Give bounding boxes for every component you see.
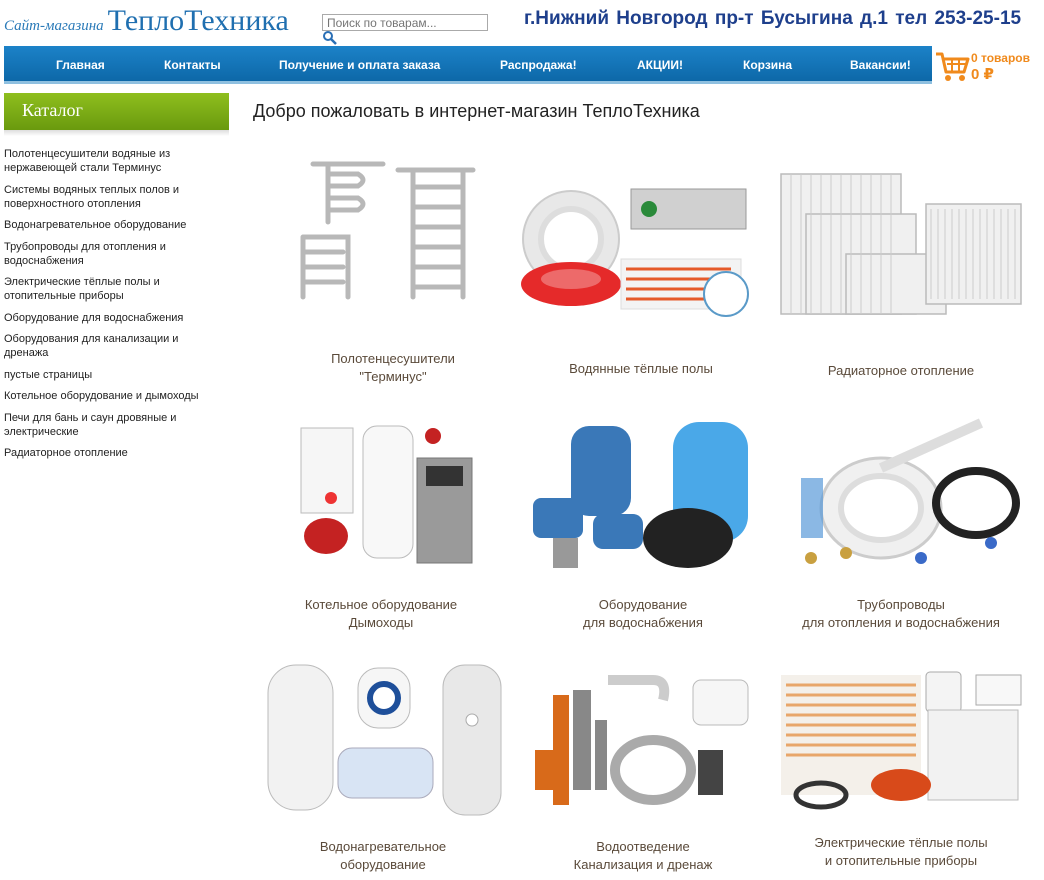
product-label: Водонагревательное оборудование bbox=[319, 839, 447, 872]
catalog-item-electric-floor[interactable]: Электрические тёплые полы и отопительные… bbox=[4, 276, 160, 302]
boiler-image bbox=[300, 425, 473, 564]
product-card-towel-dryers[interactable]: Полотенцесушители "Терминус" bbox=[268, 152, 518, 386]
catalog-item-water-supply[interactable]: Оборудование для водоснабжения bbox=[4, 311, 184, 324]
product-label: Оборудование для водоснабжения bbox=[583, 597, 703, 630]
product-label: Трубопроводы для отопления и водоснабжен… bbox=[802, 597, 1000, 630]
cart-widget[interactable]: 0 товаров 0 ₽ bbox=[934, 46, 1044, 84]
cart-count[interactable]: 0 товаров bbox=[971, 51, 1030, 65]
nav-item-contacts[interactable]: Контакты bbox=[164, 58, 221, 72]
catalog-list: Полотенцесушители водяные из нержавеющей… bbox=[4, 147, 204, 468]
product-card-water-supply[interactable]: Оборудование для водоснабжения bbox=[518, 418, 768, 632]
catalog-header: Каталог bbox=[4, 93, 229, 130]
catalog-item-boilers[interactable]: Котельное оборудование и дымоходы bbox=[4, 390, 199, 402]
catalog-item-sewage[interactable]: Оборудования для канализации и дренажа bbox=[4, 333, 179, 359]
catalog-item-water-floor[interactable]: Системы водяных теплых полов и поверхнос… bbox=[4, 183, 180, 210]
nav-item-delivery[interactable]: Получение и оплата заказа bbox=[279, 58, 441, 72]
water-supply-image bbox=[533, 422, 748, 568]
product-label: Полотенцесушители "Терминус" bbox=[331, 351, 455, 384]
nav-item-vacancies[interactable]: Вакансии! bbox=[850, 58, 911, 72]
logo-title: ТеплоТехника bbox=[107, 4, 289, 37]
product-card-radiators[interactable]: Радиаторное отопление bbox=[776, 164, 1026, 380]
product-label: Электрические тёплые полы и отопительные… bbox=[814, 835, 988, 868]
site-header: Сайт-магазина ТеплоТехника г.Нижний Новг… bbox=[0, 0, 1044, 46]
catalog-item-sauna-stoves[interactable]: Печи для бань и саун дровяные и электрич… bbox=[4, 411, 177, 438]
contact-info: г.Нижний Новгород пр-т Бусыгина д.1 тел … bbox=[524, 8, 1022, 29]
catalog-item-radiators[interactable]: Радиаторное отопление bbox=[4, 447, 128, 459]
product-label: Радиаторное отопление bbox=[827, 363, 975, 378]
product-card-water-heaters[interactable]: Водонагревательное оборудование bbox=[258, 660, 508, 874]
page-title: Добро пожаловать в интернет-магазин Тепл… bbox=[253, 101, 700, 121]
search-input[interactable] bbox=[322, 14, 488, 31]
product-label: Водоотведение Канализация и дренаж bbox=[573, 839, 713, 872]
product-card-electric-floor[interactable]: Электрические тёплые полы и отопительные… bbox=[776, 660, 1026, 870]
product-card-boilers[interactable]: Котельное оборудование Дымоходы bbox=[256, 418, 506, 632]
catalog-header-shadow bbox=[4, 130, 229, 136]
cart-total[interactable]: 0 ₽ bbox=[971, 66, 994, 83]
nav-item-home[interactable]: Главная bbox=[56, 58, 105, 72]
product-card-water-floor[interactable]: Водянные тёплые полы bbox=[516, 164, 766, 378]
product-label: Водянные тёплые полы bbox=[569, 361, 713, 376]
electric-floor-image bbox=[781, 671, 1022, 810]
sewage-image bbox=[535, 675, 749, 805]
catalog-item-pipes[interactable]: Трубопроводы для отопления и водоснабжен… bbox=[4, 240, 166, 267]
water-heater-image bbox=[267, 664, 502, 816]
nav-item-sale[interactable]: Распродажа! bbox=[500, 58, 577, 72]
towel-dryer-image bbox=[300, 161, 476, 300]
nav-item-promo[interactable]: АКЦИИ! bbox=[637, 58, 684, 72]
catalog-item-empty-pages[interactable]: пустые страницы bbox=[4, 368, 93, 381]
main-nav: Главная Контакты Получение и оплата зака… bbox=[4, 46, 932, 84]
pipes-image bbox=[801, 418, 1020, 564]
product-card-sewage[interactable]: Водоотведение Канализация и дренаж bbox=[518, 660, 768, 874]
cart-icon[interactable] bbox=[934, 46, 972, 84]
search-icon[interactable] bbox=[322, 31, 338, 45]
site-logo[interactable]: Сайт-магазина ТеплоТехника bbox=[4, 4, 289, 38]
radiator-image bbox=[780, 173, 1022, 315]
catalog-item-water-heaters[interactable]: Водонагревательное оборудование bbox=[4, 219, 187, 231]
catalog-item-towel-dryers[interactable]: Полотенцесушители водяные из нержавеющей… bbox=[4, 148, 171, 174]
logo-tagline: Сайт-магазина bbox=[4, 18, 104, 34]
product-card-pipes[interactable]: Трубопроводы для отопления и водоснабжен… bbox=[776, 418, 1026, 632]
water-floor-image bbox=[521, 188, 749, 317]
nav-item-cart[interactable]: Корзина bbox=[743, 58, 793, 72]
product-label: Котельное оборудование Дымоходы bbox=[304, 597, 458, 630]
